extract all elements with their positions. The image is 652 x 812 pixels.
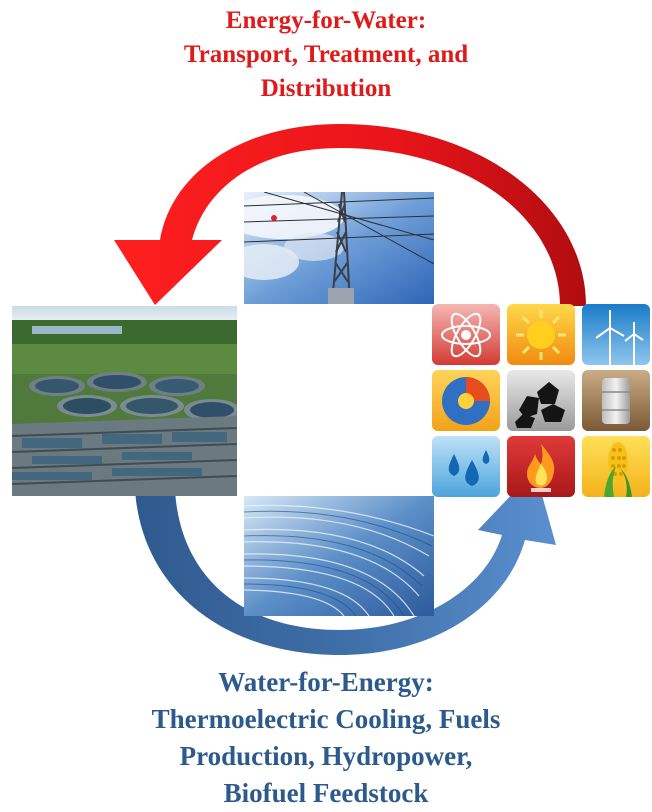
sun-icon	[507, 304, 575, 365]
water-for-energy-title: Water-for-Energy:	[218, 667, 434, 697]
water-treatment-plant-photo	[12, 306, 237, 496]
energy-for-water-line2: Transport, Treatment, and	[183, 41, 469, 68]
flame-icon	[507, 436, 575, 497]
energy-for-water-line3: Distribution	[260, 75, 392, 102]
water-for-energy-arrow	[135, 470, 556, 655]
oil-barrel-icon	[582, 370, 650, 431]
earth-core-icon	[432, 370, 500, 431]
waterfall-photo	[244, 496, 434, 616]
energy-for-water-arrow	[114, 124, 586, 306]
corn-icon	[582, 436, 650, 497]
energy-for-water-title: Energy-for-Water:	[225, 7, 427, 34]
water-drops-icon	[432, 436, 500, 497]
wind-turbine-icon	[582, 304, 650, 365]
atom-icon	[432, 304, 500, 365]
water-for-energy-caption: Water-for-Energy: Thermoelectric Cooling…	[0, 664, 652, 812]
coal-icon	[507, 370, 575, 431]
water-for-energy-line3: Production, Hydropower,	[179, 741, 473, 771]
water-for-energy-line2: Thermoelectric Cooling, Fuels	[151, 704, 501, 734]
water-for-energy-line4: Biofuel Feedstock	[223, 778, 429, 808]
energy-sources-grid	[432, 304, 650, 498]
power-lines-photo	[244, 192, 434, 304]
energy-for-water-caption: Energy-for-Water: Transport, Treatment, …	[0, 4, 652, 106]
